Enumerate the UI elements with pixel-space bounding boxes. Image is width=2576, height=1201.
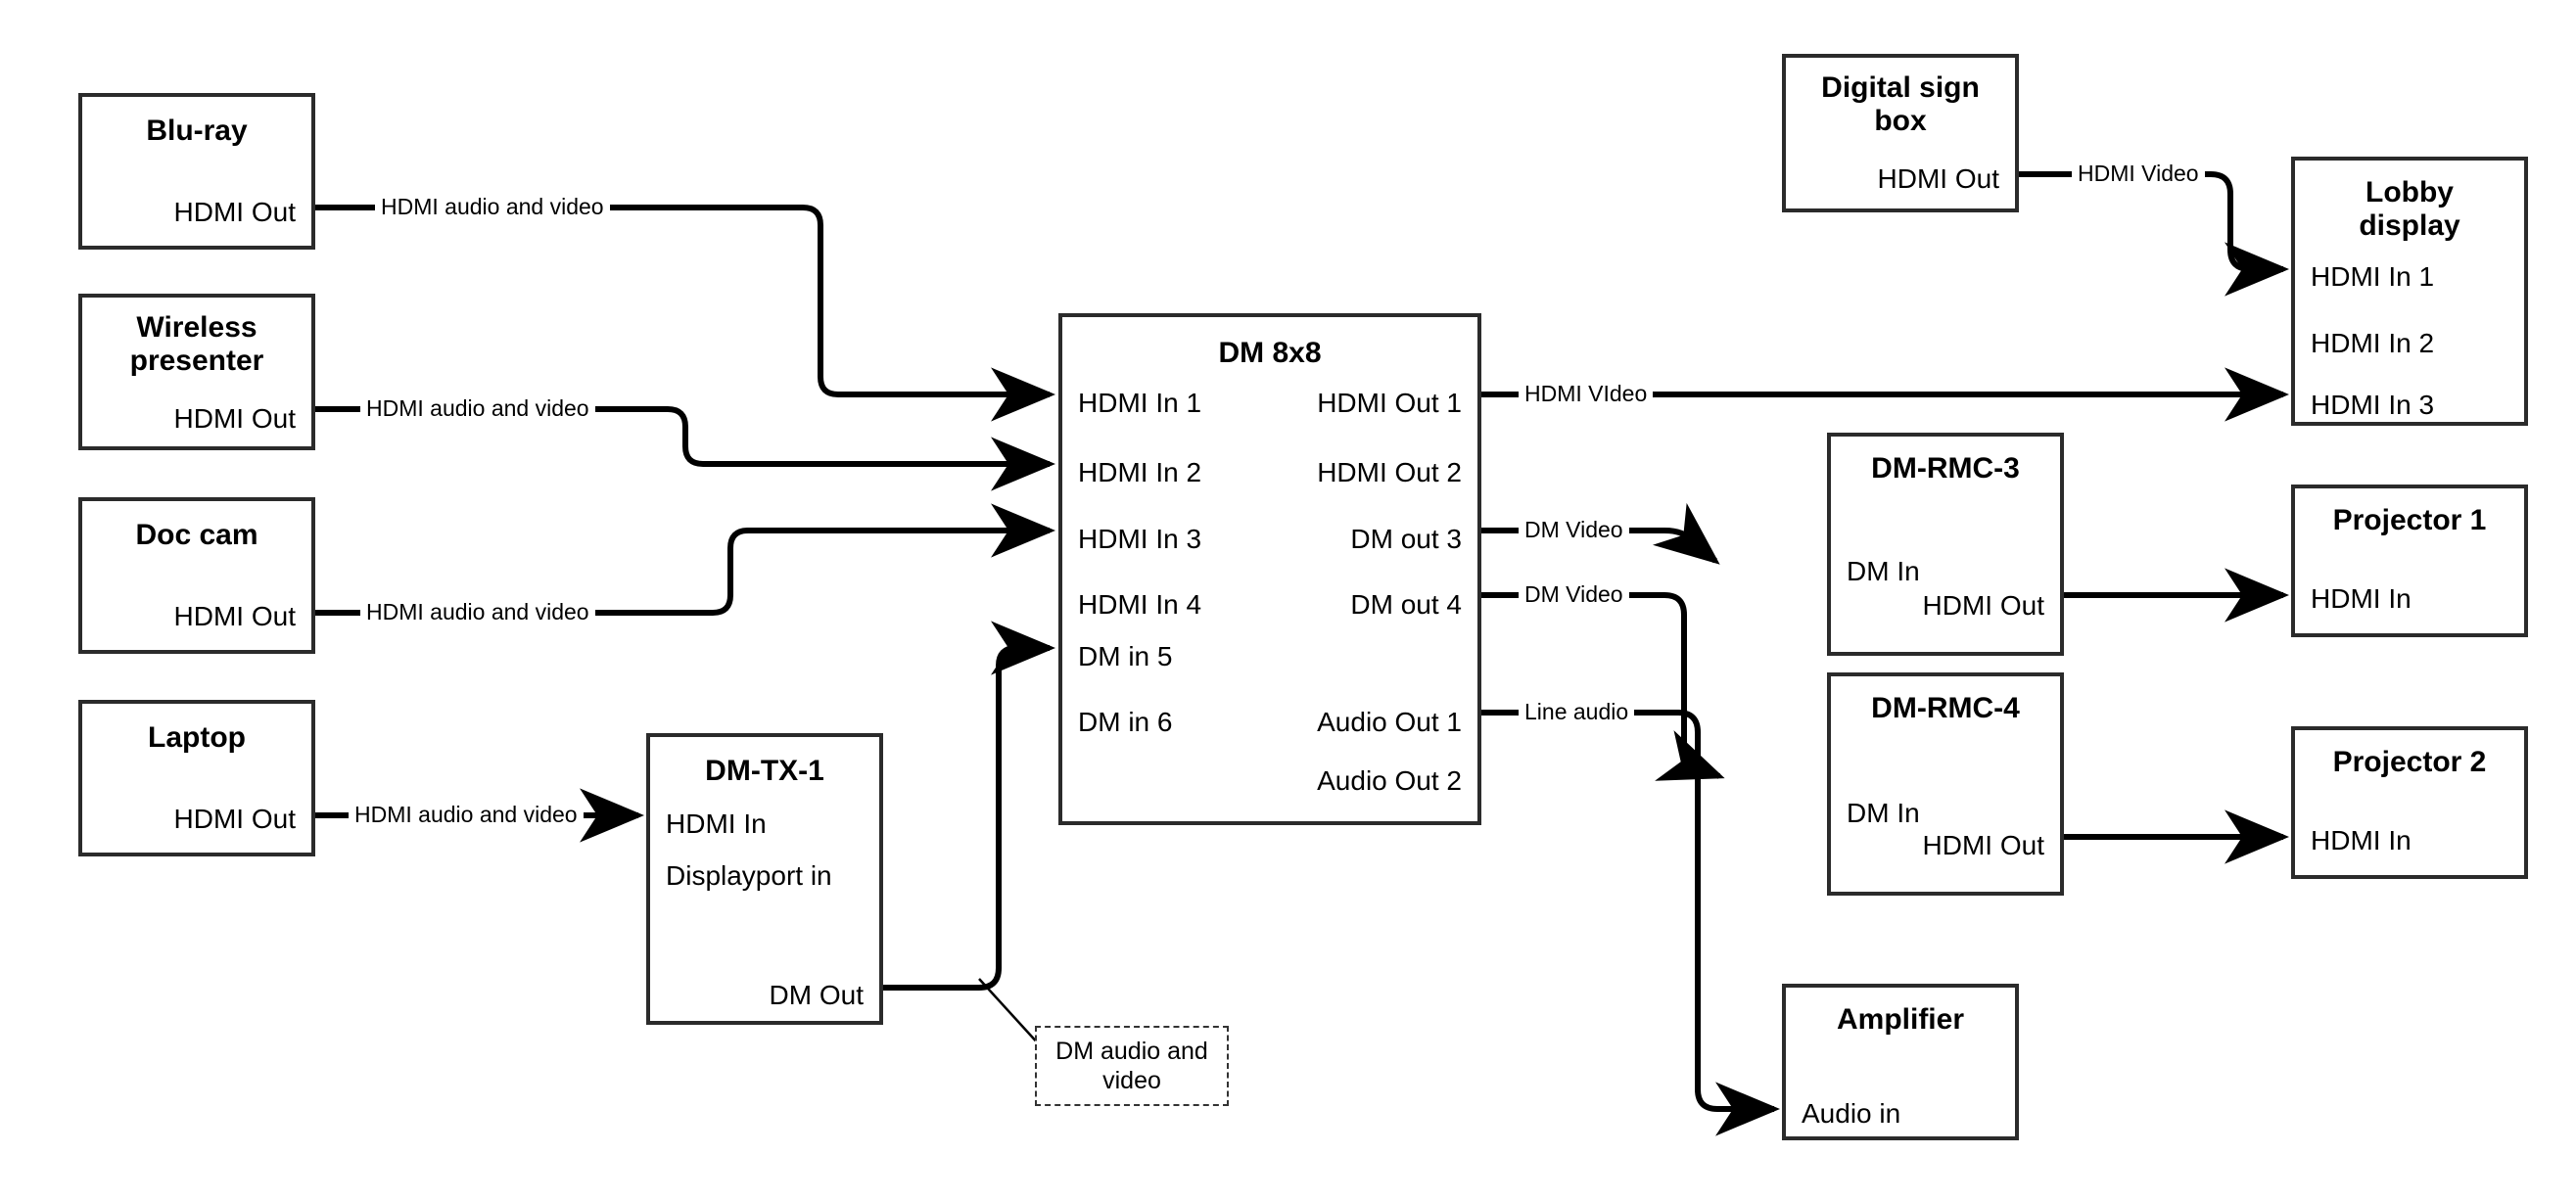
wire-label-dmout4-to-rmc4: DM Video	[1519, 583, 1629, 606]
wire-label-hdmiout1-to-lobby: HDMI VIdeo	[1519, 383, 1654, 405]
node-dm-8x8-input-dm-in-5: DM in 5	[1078, 641, 1173, 671]
node-dm-tx-1-port-dm-out: DM Out	[769, 980, 864, 1010]
node-doc-cam[interactable]: Doc cam HDMI Out	[78, 497, 315, 654]
wire-label-laptop-to-tx: HDMI audio and video	[349, 804, 584, 826]
node-dm-8x8-input-dm-in-6: DM in 6	[1078, 707, 1173, 737]
node-dm-8x8-output-hdmi-out-2: HDMI Out 2	[1317, 457, 1462, 487]
node-laptop[interactable]: Laptop HDMI Out	[78, 700, 315, 856]
node-dm-tx-1-port-hdmi-in: HDMI In	[666, 808, 767, 839]
node-digital-sign-box-port-hdmi-out: HDMI Out	[1877, 163, 1999, 194]
node-dm-8x8-output-hdmi-out-1: HDMI Out 1	[1317, 388, 1462, 418]
node-dm-rmc-4[interactable]: DM-RMC-4 DM In HDMI Out	[1827, 672, 2064, 896]
node-wireless-presenter-title: Wireless presenter	[129, 311, 264, 378]
node-dm-8x8[interactable]: DM 8x8 HDMI In 1 HDMI In 2 HDMI In 3 HDM…	[1058, 313, 1481, 825]
node-dm-rmc-4-port-dm-in: DM In	[1847, 798, 1920, 828]
node-digital-sign-box-title: Digital sign box	[1821, 71, 1980, 138]
node-dm-8x8-input-hdmi-in-1: HDMI In 1	[1078, 388, 1202, 418]
node-lobby-display-input-hdmi-in-1: HDMI In 1	[2311, 261, 2435, 292]
wire-label-dmout3-to-rmc3: DM Video	[1519, 519, 1629, 541]
callout-leader-line	[978, 978, 1041, 1046]
node-lobby-display-title: Lobby display	[2359, 176, 2460, 243]
node-doc-cam-port-hdmi-out: HDMI Out	[173, 601, 296, 631]
node-lobby-display-input-hdmi-in-3: HDMI In 3	[2311, 390, 2435, 420]
node-dm-tx-1-port-displayport-in: Displayport in	[666, 860, 832, 891]
node-lobby-display[interactable]: Lobby display HDMI In 1 HDMI In 2 HDMI I…	[2291, 157, 2528, 426]
wire-dm-out4-to-rmc4	[1481, 592, 1725, 781]
wire-tx-dmout-to-dm-in5	[883, 621, 1055, 991]
wire-label-audioout1-to-amp: Line audio	[1519, 701, 1635, 723]
node-dm-8x8-output-dm-out-3: DM out 3	[1350, 524, 1462, 554]
wire-bluray-to-dm-in1	[315, 205, 1055, 422]
node-amplifier[interactable]: Amplifier Audio in	[1782, 984, 2019, 1140]
node-bluray-port-hdmi-out: HDMI Out	[173, 197, 296, 227]
node-laptop-port-hdmi-out: HDMI Out	[173, 804, 296, 834]
node-projector-1[interactable]: Projector 1 HDMI In	[2291, 485, 2528, 637]
node-dm-rmc-4-port-hdmi-out: HDMI Out	[1922, 830, 2044, 860]
node-lobby-display-input-hdmi-in-2: HDMI In 2	[2311, 328, 2435, 358]
node-dm-8x8-title: DM 8x8	[1218, 337, 1322, 369]
node-projector-2-title: Projector 2	[2332, 746, 2487, 778]
node-dm-8x8-input-hdmi-in-3: HDMI In 3	[1078, 524, 1202, 554]
wire-dm-audioout1-to-amplifier	[1481, 710, 1780, 1136]
node-dm-rmc-4-title: DM-RMC-4	[1871, 692, 2020, 724]
node-digital-sign-box[interactable]: Digital sign box HDMI Out	[1782, 54, 2019, 212]
node-projector-2[interactable]: Projector 2 HDMI In	[2291, 726, 2528, 879]
node-projector-2-port-hdmi-in: HDMI In	[2311, 825, 2412, 855]
node-dm-rmc-3-port-dm-in: DM In	[1847, 556, 1920, 586]
wire-label-wireless-to-dm: HDMI audio and video	[360, 397, 595, 420]
wire-label-sign-to-lobby: HDMI Video	[2072, 162, 2205, 185]
wire-sign-to-lobby-in1	[2019, 171, 2289, 297]
node-wireless-presenter-port-hdmi-out: HDMI Out	[173, 403, 296, 434]
node-amplifier-port-audio-in: Audio in	[1802, 1098, 1901, 1129]
node-amplifier-title: Amplifier	[1836, 1003, 1965, 1036]
node-projector-1-port-hdmi-in: HDMI In	[2311, 583, 2412, 614]
callout-dm-audio-and-video: DM audio and video	[1035, 1026, 1229, 1106]
node-dm-tx-1[interactable]: DM-TX-1 HDMI In Displayport in DM Out	[646, 733, 883, 1025]
node-dm-8x8-output-dm-out-4: DM out 4	[1350, 589, 1462, 620]
node-dm-rmc-3-port-hdmi-out: HDMI Out	[1922, 590, 2044, 621]
node-dm-rmc-3-title: DM-RMC-3	[1871, 452, 2020, 485]
node-dm-8x8-output-audio-out-1: Audio Out 1	[1317, 707, 1462, 737]
node-bluray[interactable]: Blu-ray HDMI Out	[78, 93, 315, 250]
wire-label-bluray-to-dm: HDMI audio and video	[375, 196, 610, 218]
node-wireless-presenter[interactable]: Wireless presenter HDMI Out	[78, 294, 315, 450]
node-dm-rmc-3[interactable]: DM-RMC-3 DM In HDMI Out	[1827, 433, 2064, 656]
node-dm-8x8-input-hdmi-in-4: HDMI In 4	[1078, 589, 1202, 620]
node-doc-cam-title: Doc cam	[135, 519, 258, 551]
wire-label-doccam-to-dm: HDMI audio and video	[360, 601, 595, 624]
node-dm-tx-1-title: DM-TX-1	[705, 755, 824, 787]
node-bluray-title: Blu-ray	[146, 115, 248, 147]
node-laptop-title: Laptop	[148, 721, 246, 754]
node-dm-8x8-input-hdmi-in-2: HDMI In 2	[1078, 457, 1202, 487]
node-dm-8x8-output-audio-out-2: Audio Out 2	[1317, 765, 1462, 796]
node-projector-1-title: Projector 1	[2332, 504, 2487, 536]
